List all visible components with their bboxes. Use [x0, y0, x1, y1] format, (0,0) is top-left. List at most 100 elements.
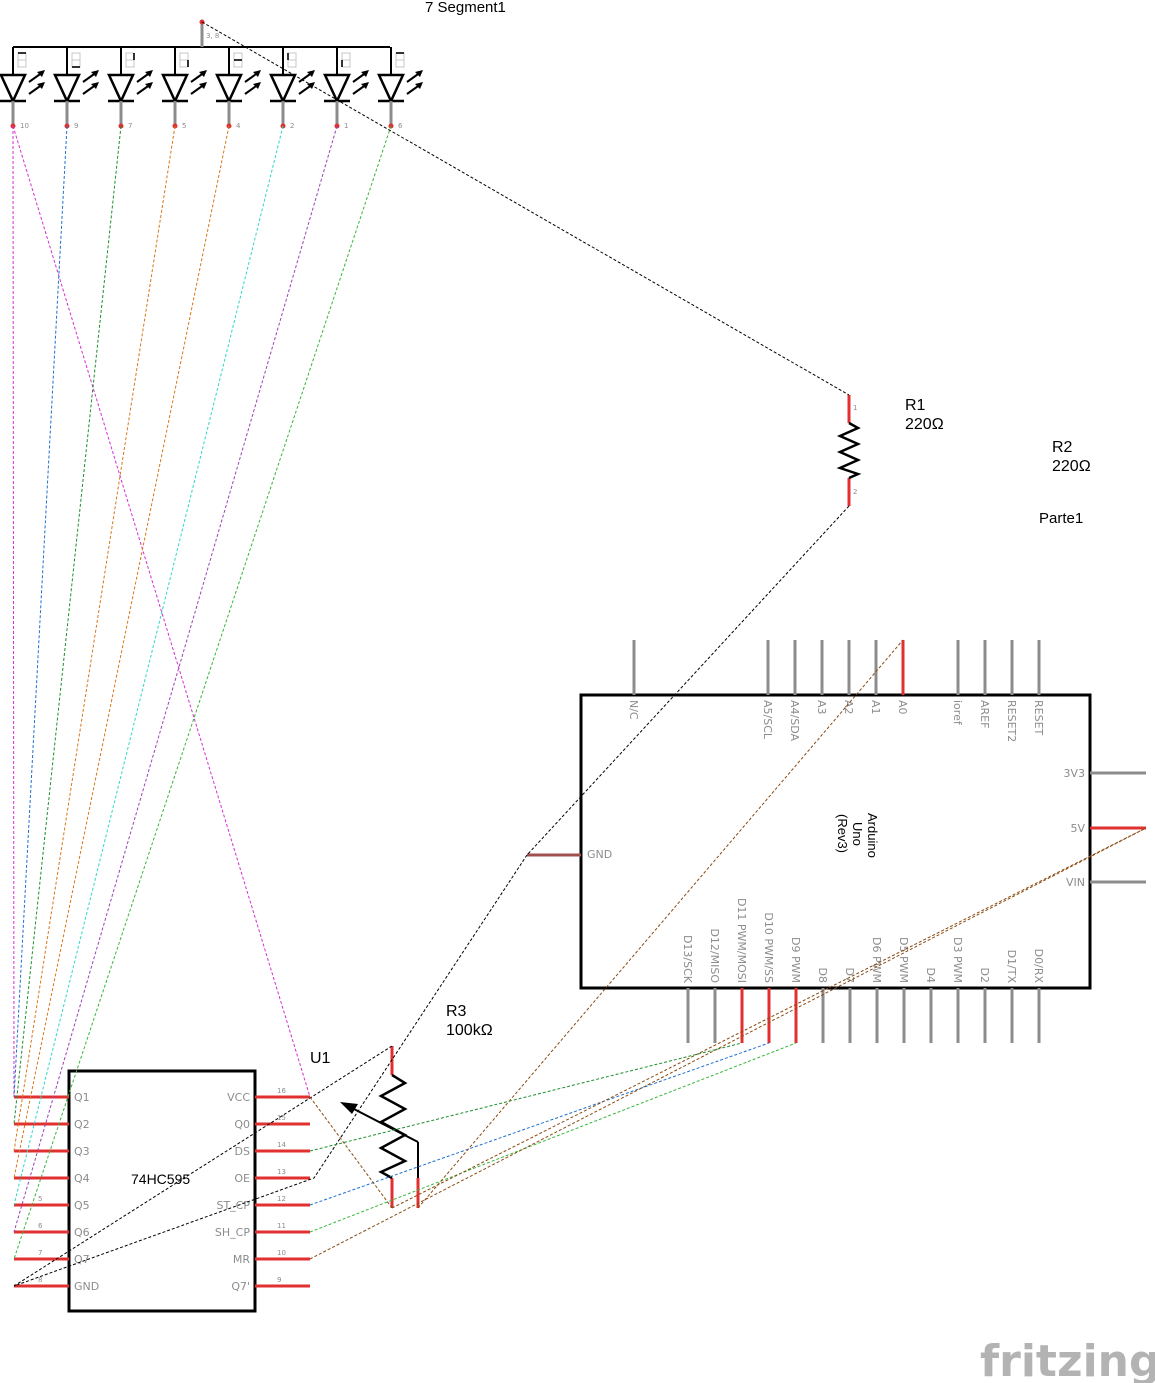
segment-diode-1[interactable]: 10	[0, 47, 45, 130]
arduino-top-pin-label: RESET	[1032, 700, 1045, 736]
u1-chip-label: 74HC595	[131, 1171, 190, 1187]
r2-name: R2	[1052, 439, 1073, 456]
wire-pot-5v	[391, 827, 1147, 1209]
u1-left-pin-label: Q4	[74, 1172, 90, 1185]
arduino-gnd-label: GND	[587, 848, 612, 861]
potentiometer-r3[interactable]: R3 100kΩ	[340, 1003, 493, 1208]
arduino-top-pin-label: N/C	[627, 700, 640, 720]
arduino-bottom-pin-label: D9 PWM	[789, 937, 802, 983]
segment-glyph-icon	[71, 52, 81, 68]
resistor-r2: R2 220Ω	[1052, 439, 1091, 475]
arduino-top-pin-label: RESET2	[1005, 700, 1018, 742]
u1-right-pin-number: 11	[277, 1222, 286, 1230]
segment-pin-number: 1	[344, 122, 348, 130]
arduino-bottom-pin-label: D11 PWM/MOSI	[735, 898, 748, 983]
segment-glyph-icon	[125, 52, 135, 68]
wire-gnd-u1	[13, 854, 528, 1287]
arduino-top-pin-label: A4/SDA	[788, 700, 801, 741]
r1-zigzag	[836, 421, 862, 480]
arduino-title-line-3: (Rev3)	[835, 814, 850, 853]
segment-pin-number: 7	[128, 122, 132, 130]
arduino-bottom-pin-label: D4	[924, 968, 937, 983]
u1-right-pin-number: 12	[277, 1195, 286, 1203]
arduino-bottom-pin-label: D0/RX	[1032, 949, 1045, 984]
segment-pin-number: 6	[398, 122, 403, 130]
segment-glyph-icon	[17, 52, 27, 68]
display-label: 7 Segment1	[425, 0, 506, 16]
wire-vcc-pot	[309, 1096, 393, 1209]
wire-mr-5v	[309, 827, 1147, 1260]
r1-pin-1-number: 1	[853, 404, 857, 412]
led-arrows-icon	[298, 70, 315, 95]
arduino-bottom-pin-label: D2	[978, 968, 991, 983]
display-common-pin-label: 3, 8	[206, 32, 219, 40]
arduino-top-pin-label: A5/SCL	[761, 700, 774, 740]
led-arrows-icon	[190, 70, 207, 95]
r3-wiper-arrow-icon	[340, 1102, 358, 1114]
u1-right-pin-label: SH_CP	[215, 1226, 250, 1239]
arduino-bottom-pin-label: D13/SCK	[681, 935, 694, 984]
arduino-top-pin-label: A1	[869, 700, 882, 715]
arduino-top-pin-label: A3	[815, 700, 828, 715]
resistor-r1[interactable]: 1 2 R1 220Ω	[836, 395, 944, 506]
wire-seg9-q1	[13, 125, 68, 1098]
u1-right-pin-label: ST_CP	[216, 1199, 250, 1212]
wire-seg1-q6	[13, 125, 338, 1233]
segment-diode-3[interactable]: 7	[107, 47, 153, 130]
r2-value: 220Ω	[1052, 458, 1091, 475]
led-arrows-icon	[82, 70, 99, 95]
wire-seg2-q5	[13, 125, 284, 1206]
u1-right-pin-label: Q0	[234, 1118, 250, 1131]
u1-left-pin-label: Q1	[74, 1091, 90, 1104]
wire-shcp-d9	[309, 1042, 797, 1233]
u1-left-pin-label: Q2	[74, 1118, 90, 1131]
led-arrows-icon	[352, 70, 369, 95]
u1-right-pin-number: 10	[277, 1249, 286, 1257]
segment-glyph-icon	[287, 52, 297, 68]
u1-right-pin-number: 13	[277, 1168, 286, 1176]
segment-diode-6[interactable]: 2	[269, 47, 315, 130]
segment-pin-number: 9	[74, 122, 78, 130]
r3-zigzag	[378, 1073, 408, 1180]
u1-right-pin-label: DS	[235, 1145, 250, 1158]
segment-diode-4[interactable]: 5	[161, 47, 207, 130]
u1-body	[67, 1069, 257, 1313]
wire-seg5-q3	[13, 125, 176, 1152]
u1-right-pin-number: 15	[277, 1114, 286, 1122]
arduino-title-line-2: Uno	[850, 822, 865, 846]
arduino-title: Arduino Uno (Rev3)	[835, 813, 880, 858]
r3-value: 100kΩ	[446, 1022, 493, 1039]
r1-pin-2-number: 2	[853, 488, 857, 496]
segment-diode-5[interactable]: 4	[215, 47, 261, 130]
segment-diode-7[interactable]: 1	[323, 47, 369, 130]
segment-diode-8[interactable]: 6	[377, 47, 423, 130]
u1-left-pin-label: Q6	[74, 1226, 90, 1239]
led-arrows-icon	[406, 70, 423, 95]
u1-left-pin-number: 6	[38, 1222, 43, 1230]
u1-right-pin-number: 16	[277, 1087, 286, 1095]
arduino-bottom-pin-label: D8	[816, 968, 829, 983]
led-arrows-icon	[244, 70, 261, 95]
arduino-right-pin-label: 3V3	[1063, 767, 1085, 780]
arduino-top-pin-label: ioref	[951, 700, 964, 726]
u1-left-pin-label: Q3	[74, 1145, 90, 1158]
arduino-right-pin-label: VIN	[1066, 876, 1085, 889]
arduino-title-line-1: Arduino	[865, 813, 880, 858]
wire-seg7-q2	[13, 125, 122, 1125]
segment-pin-number: 2	[290, 122, 294, 130]
u1-left-pin-number: 7	[38, 1249, 42, 1257]
segment-diode-2[interactable]: 9	[53, 47, 99, 130]
segment-glyph-icon	[341, 52, 351, 68]
arduino-body	[579, 693, 1092, 990]
arduino-bottom-pin-label: D5 PWM	[897, 937, 910, 983]
led-arrows-icon	[136, 70, 153, 95]
u1-right-pin-number: 14	[277, 1141, 286, 1149]
u1-left-pin-label: Q5	[74, 1199, 90, 1212]
wire-seg4-q4	[13, 125, 230, 1179]
segment-glyph-icon	[233, 52, 243, 68]
